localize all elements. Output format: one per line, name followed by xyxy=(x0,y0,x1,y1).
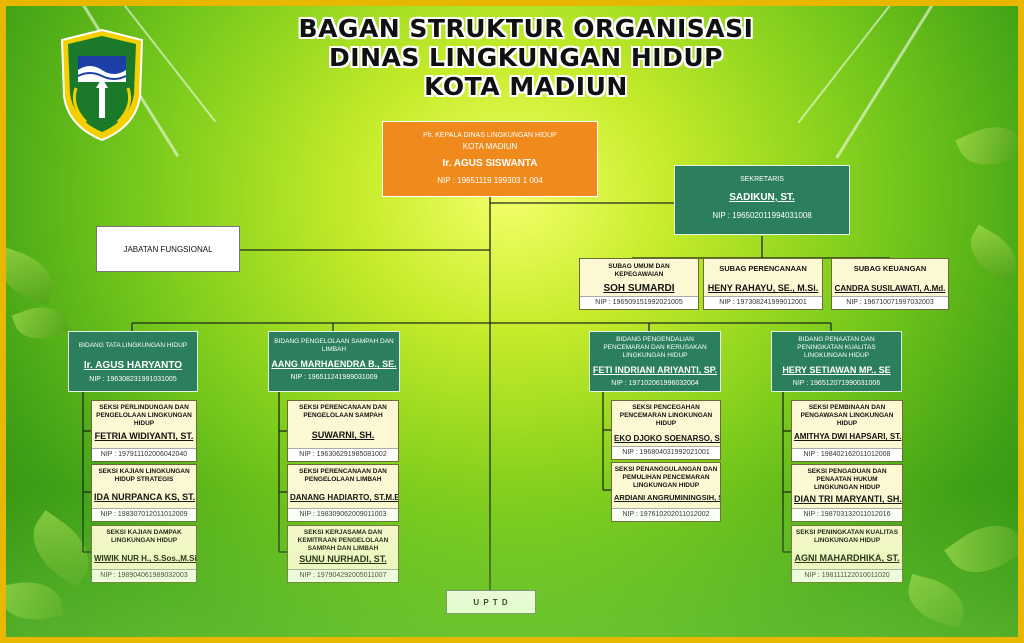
department-head-nip: NIP : 196308231991031005 xyxy=(89,376,177,383)
section-head-name: ARDIANI ANGRUMININGSIH, ST. xyxy=(614,493,721,502)
section-head-nip: NIP : 197904292005011007 xyxy=(288,569,398,582)
section-head-nip: NIP : 198703132011012016 xyxy=(792,508,902,521)
section-title: SEKSI PENINGKATAN KUALITAS LINGKUNGAN HI… xyxy=(795,529,899,544)
secretary-nip: NIP : 196502011994031008 xyxy=(712,211,812,220)
secretary-box: SEKRETARIS SADIKUN, ST. NIP : 1965020119… xyxy=(674,165,850,235)
section-head-nip: NIP : 198402162011012008 xyxy=(792,448,902,461)
section-head-name: SUWARNI, SH. xyxy=(311,430,375,440)
uptd-label: U P T D xyxy=(473,598,509,607)
department-box: BIDANG PENGELOLAAN SAMPAH DAN LIMBAH AAN… xyxy=(268,331,400,392)
section-title: SEKSI KAJIAN DAMPAK LINGKUNGAN HIDUP xyxy=(106,529,182,544)
section-box: SEKSI PERLINDUNGAN DAN PENGELOLAAN LINGK… xyxy=(91,400,197,462)
section-head-nip: NIP : 198307012011012009 xyxy=(92,508,196,521)
subag-nip: NIP : 197308241999012001 xyxy=(704,296,822,309)
section-head-nip: NIP : 196804031992021001 xyxy=(612,446,720,459)
head-title: Plt. KEPALA DINAS LINGKUNGAN HIDUP xyxy=(423,132,557,139)
department-head-name: AANG MARHAENDRA B., SE. xyxy=(271,359,397,369)
section-title: SEKSI PENCEGAHAN PENCEMARAN LINGKUNGAN H… xyxy=(619,404,713,427)
secretary-title: SEKRETARIS xyxy=(740,176,784,183)
subag-name: CANDRA SUSILAWATI, A.Md. xyxy=(834,284,946,293)
department-head-name: FETI INDRIANI ARIYANTI, SP. xyxy=(592,365,718,375)
section-box: SEKSI PENINGKATAN KUALITAS LINGKUNGAN HI… xyxy=(791,525,903,583)
head-of-agency-box: Plt. KEPALA DINAS LINGKUNGAN HIDUP KOTA … xyxy=(382,121,598,197)
section-box: SEKSI KAJIAN DAMPAK LINGKUNGAN HIDUP WIW… xyxy=(91,525,197,583)
section-head-nip: NIP : 196306291985081002 xyxy=(288,448,398,461)
section-head-name: DIAN TRI MARYANTI, SH. xyxy=(794,494,902,504)
section-head-nip: NIP : 198111122010011020 xyxy=(792,569,902,582)
secretary-name: SADIKUN, ST. xyxy=(729,192,795,203)
functional-position-label: JABATAN FUNGSIONAL xyxy=(123,245,213,254)
section-head-nip: NIP : 197610202011012002 xyxy=(612,508,720,521)
department-box: BIDANG PENAATAN DAN PENINGKATAN KUALITAS… xyxy=(771,331,902,392)
chart-background: BAGAN STRUKTUR ORGANISASI DINAS LINGKUNG… xyxy=(6,6,1018,637)
chart-title: BAGAN STRUKTUR ORGANISASI DINAS LINGKUNG… xyxy=(236,14,816,101)
subag-box: SUBAG PERENCANAAN HENY RAHAYU, SE., M.Si… xyxy=(703,258,823,310)
section-box: SEKSI PERENCANAAN DAN PENGELOLAAN LIMBAH… xyxy=(287,464,399,522)
section-title: SEKSI KAJIAN LINGKUNGAN HIDUP STRATEGIS xyxy=(98,468,190,483)
city-coat-of-arms-logo xyxy=(60,28,144,142)
uptd-box: U P T D xyxy=(446,590,536,614)
subag-box: SUBAG KEUANGAN CANDRA SUSILAWATI, A.Md. … xyxy=(831,258,949,310)
functional-position-box: JABATAN FUNGSIONAL xyxy=(96,226,240,272)
section-box: SEKSI KAJIAN LINGKUNGAN HIDUP STRATEGIS … xyxy=(91,464,197,522)
section-head-name: DANANG HADIARTO, ST.M.Eng xyxy=(290,493,399,502)
head-name: Ir. AGUS SISWANTA xyxy=(442,158,538,169)
department-box: BIDANG TATA LINGKUNGAN HIDUP Ir. AGUS HA… xyxy=(68,331,198,392)
subag-title: SUBAG KEUANGAN xyxy=(853,264,927,273)
section-title: SEKSI PERENCANAAN DAN PENGELOLAAN SAMPAH xyxy=(299,404,387,419)
department-title: BIDANG PENGELOLAAN SAMPAH DAN LIMBAH xyxy=(274,338,394,353)
section-head-name: SUNU NURHADI, ST. xyxy=(299,554,387,564)
section-title: SEKSI PERENCANAAN DAN PENGELOLAAN LIMBAH xyxy=(299,468,387,483)
title-line-1: BAGAN STRUKTUR ORGANISASI xyxy=(298,14,754,43)
section-box: SEKSI PERENCANAAN DAN PENGELOLAAN SAMPAH… xyxy=(287,400,399,462)
subag-title: SUBAG UMUM DAN KEPEGAWAIAN xyxy=(608,263,670,278)
section-title: SEKSI PERLINDUNGAN DAN PENGELOLAAN LINGK… xyxy=(96,404,192,427)
subag-title: SUBAG PERENCANAAN xyxy=(719,264,807,273)
section-head-name: WIWIK NUR H., S.Sos.,M.Si xyxy=(94,554,197,563)
department-title: BIDANG PENAATAN DAN PENINGKATAN KUALITAS… xyxy=(797,336,876,359)
section-head-name: AGNI MAHARDHIKA, ST. xyxy=(794,553,900,563)
subag-nip: NIP : 196509151992021005 xyxy=(580,296,698,309)
head-nip: NIP : 19651119 199303 1 004 xyxy=(437,176,543,185)
section-head-name: EKO DJOKO SOENARSO, S.AP. xyxy=(614,434,720,443)
department-head-name: Ir. AGUS HARYANTO xyxy=(83,360,183,371)
section-head-name: AMITHYA DWI HAPSARI, ST. xyxy=(794,432,902,441)
subag-name: HENY RAHAYU, SE., M.Si. xyxy=(707,283,819,293)
section-box: SEKSI PENCEGAHAN PENCEMARAN LINGKUNGAN H… xyxy=(611,400,721,460)
department-head-nip: NIP : 196511241989031009 xyxy=(290,374,378,381)
department-title: BIDANG TATA LINGKUNGAN HIDUP xyxy=(78,342,188,349)
section-title: SEKSI PENANGGULANGAN DAN PEMULIHAN PENCE… xyxy=(614,466,718,489)
section-head-nip: NIP : 198904061989032003 xyxy=(92,569,196,582)
section-box: SEKSI KERJASAMA DAN KEMITRAAN PENGELOLAA… xyxy=(287,525,399,583)
section-title: SEKSI KERJASAMA DAN KEMITRAAN PENGELOLAA… xyxy=(297,529,389,552)
section-head-nip: NIP : 197911102006042040 xyxy=(92,448,196,461)
section-head-name: IDA NURPANCA KS, ST. xyxy=(94,492,196,502)
section-box: SEKSI PEMBINAAN DAN PENGAWASAN LINGKUNGA… xyxy=(791,400,903,462)
department-head-nip: NIP : 196512071990031006 xyxy=(792,380,881,387)
subag-box: SUBAG UMUM DAN KEPEGAWAIAN SOH SUMARDI N… xyxy=(579,258,699,310)
head-city: KOTA MADIUN xyxy=(462,142,518,151)
title-line-3: KOTA MADIUN xyxy=(424,72,628,101)
section-head-name: FETRIA WIDIYANTI, ST. xyxy=(94,431,194,441)
subag-nip: NIP : 196710071997032003 xyxy=(832,296,948,309)
department-head-name: HERY SETIAWAN MP., SE xyxy=(782,365,891,375)
department-box: BIDANG PENGENDALIAN PENCEMARAN DAN KERUS… xyxy=(589,331,721,392)
title-line-2: DINAS LINGKUNGAN HIDUP xyxy=(329,43,723,72)
department-head-nip: NIP : 197102061996032004 xyxy=(611,380,699,387)
subag-name: SOH SUMARDI xyxy=(603,283,675,294)
section-title: SEKSI PENGADUAN DAN PENAATAN HUKUM LINGK… xyxy=(807,468,887,491)
section-box: SEKSI PENGADUAN DAN PENAATAN HUKUM LINGK… xyxy=(791,464,903,522)
department-title: BIDANG PENGENDALIAN PENCEMARAN DAN KERUS… xyxy=(603,336,707,359)
section-head-nip: NIP : 198309062009011003 xyxy=(288,508,398,521)
section-title: SEKSI PEMBINAAN DAN PENGAWASAN LINGKUNGA… xyxy=(800,404,894,427)
section-box: SEKSI PENANGGULANGAN DAN PEMULIHAN PENCE… xyxy=(611,462,721,522)
